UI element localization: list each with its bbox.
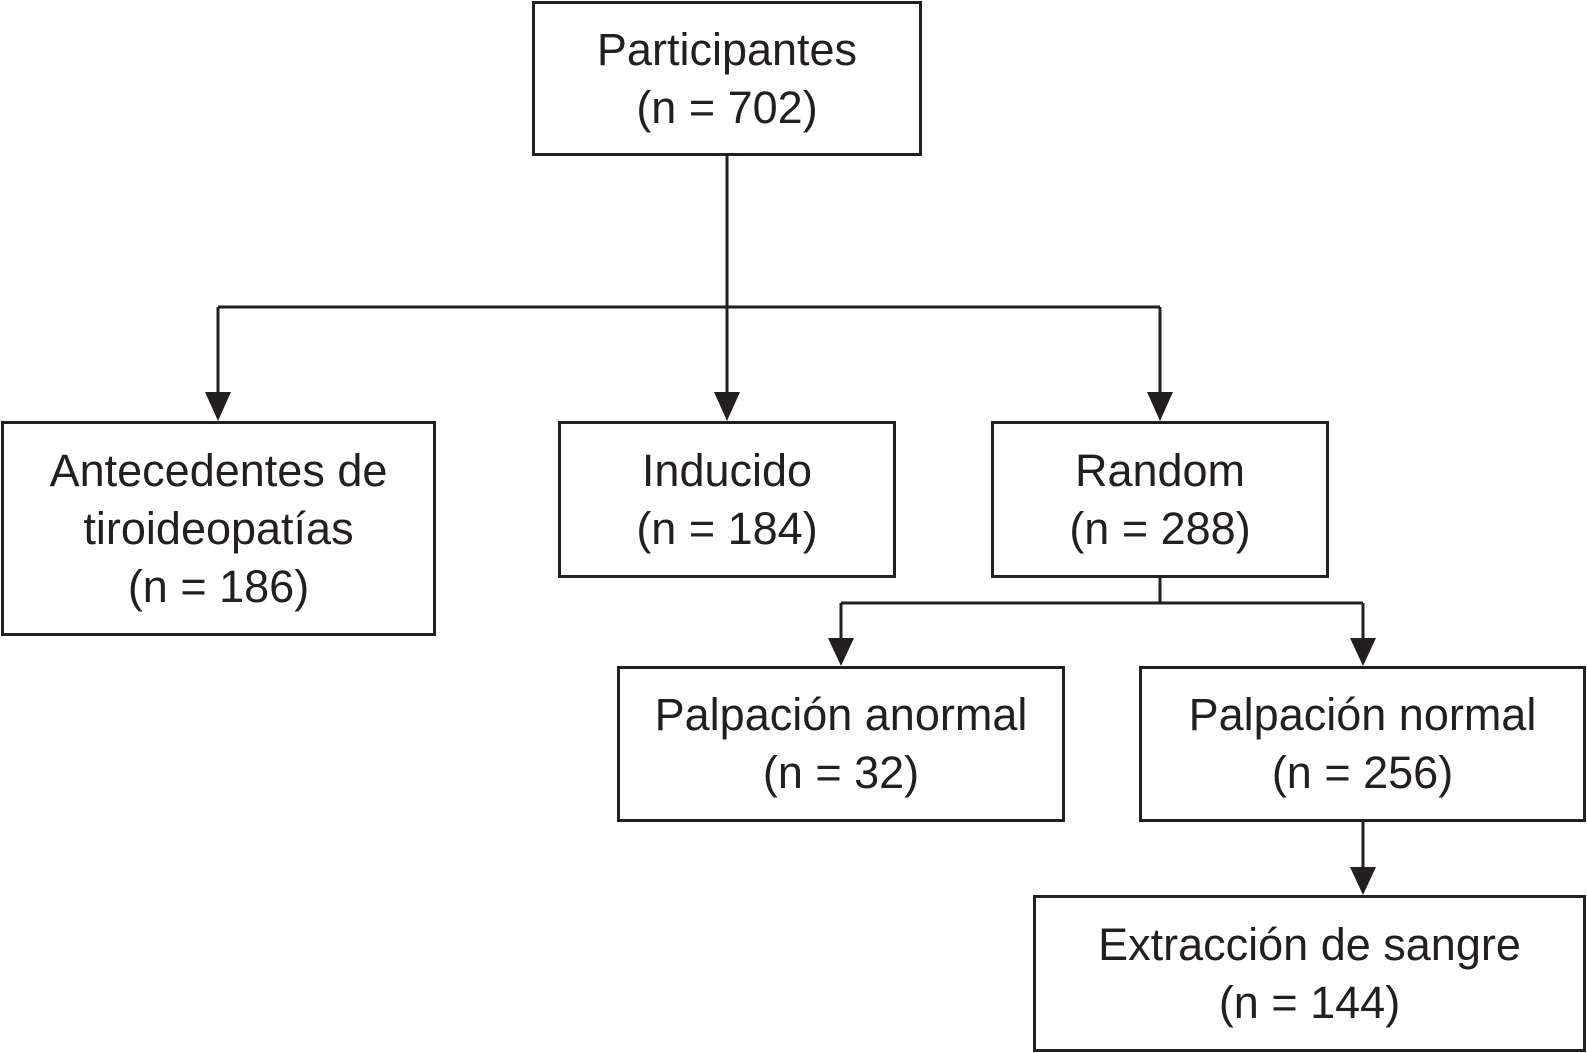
extraccion-label: Extracción de sangre xyxy=(1098,918,1521,970)
random-label: Random xyxy=(1074,444,1246,496)
inducido-count: (n = 184) xyxy=(636,502,818,554)
inducido-box: Inducido (n = 184) xyxy=(558,421,896,578)
arrowhead-palpacion-anormal xyxy=(828,638,854,666)
arrowhead-palpacion-normal xyxy=(1350,638,1376,666)
antecedentes-box: Antecedentes de tiroideopatías (n = 186) xyxy=(1,421,436,636)
extraccion-count: (n = 144) xyxy=(1218,976,1401,1028)
participantes-count: (n = 702) xyxy=(636,81,818,133)
palpacion-anormal-count: (n = 32) xyxy=(762,747,920,798)
antecedentes-label-line2: tiroideopatías xyxy=(83,502,354,554)
antecedentes-count: (n = 186) xyxy=(127,560,310,612)
random-box: Random (n = 288) xyxy=(991,421,1329,578)
palpacion-anormal-label: Palpación anormal xyxy=(654,689,1028,740)
antecedentes-label-line1: Antecedentes de xyxy=(49,444,388,496)
participantes-box: Participantes (n = 702) xyxy=(532,1,922,156)
palpacion-normal-label: Palpación normal xyxy=(1188,689,1537,740)
inducido-label: Inducido xyxy=(641,444,813,496)
arrowhead-random xyxy=(1147,392,1173,421)
palpacion-anormal-box: Palpación anormal (n = 32) xyxy=(617,666,1065,822)
arrowhead-extraccion xyxy=(1350,867,1376,895)
arrowhead-antecedentes xyxy=(205,392,231,421)
extraccion-box: Extracción de sangre (n = 144) xyxy=(1033,895,1586,1052)
arrowhead-inducido xyxy=(714,392,740,421)
palpacion-normal-count: (n = 256) xyxy=(1271,747,1454,798)
random-count: (n = 288) xyxy=(1069,502,1251,554)
palpacion-normal-box: Palpación normal (n = 256) xyxy=(1139,666,1586,822)
participantes-label: Participantes xyxy=(596,23,858,75)
